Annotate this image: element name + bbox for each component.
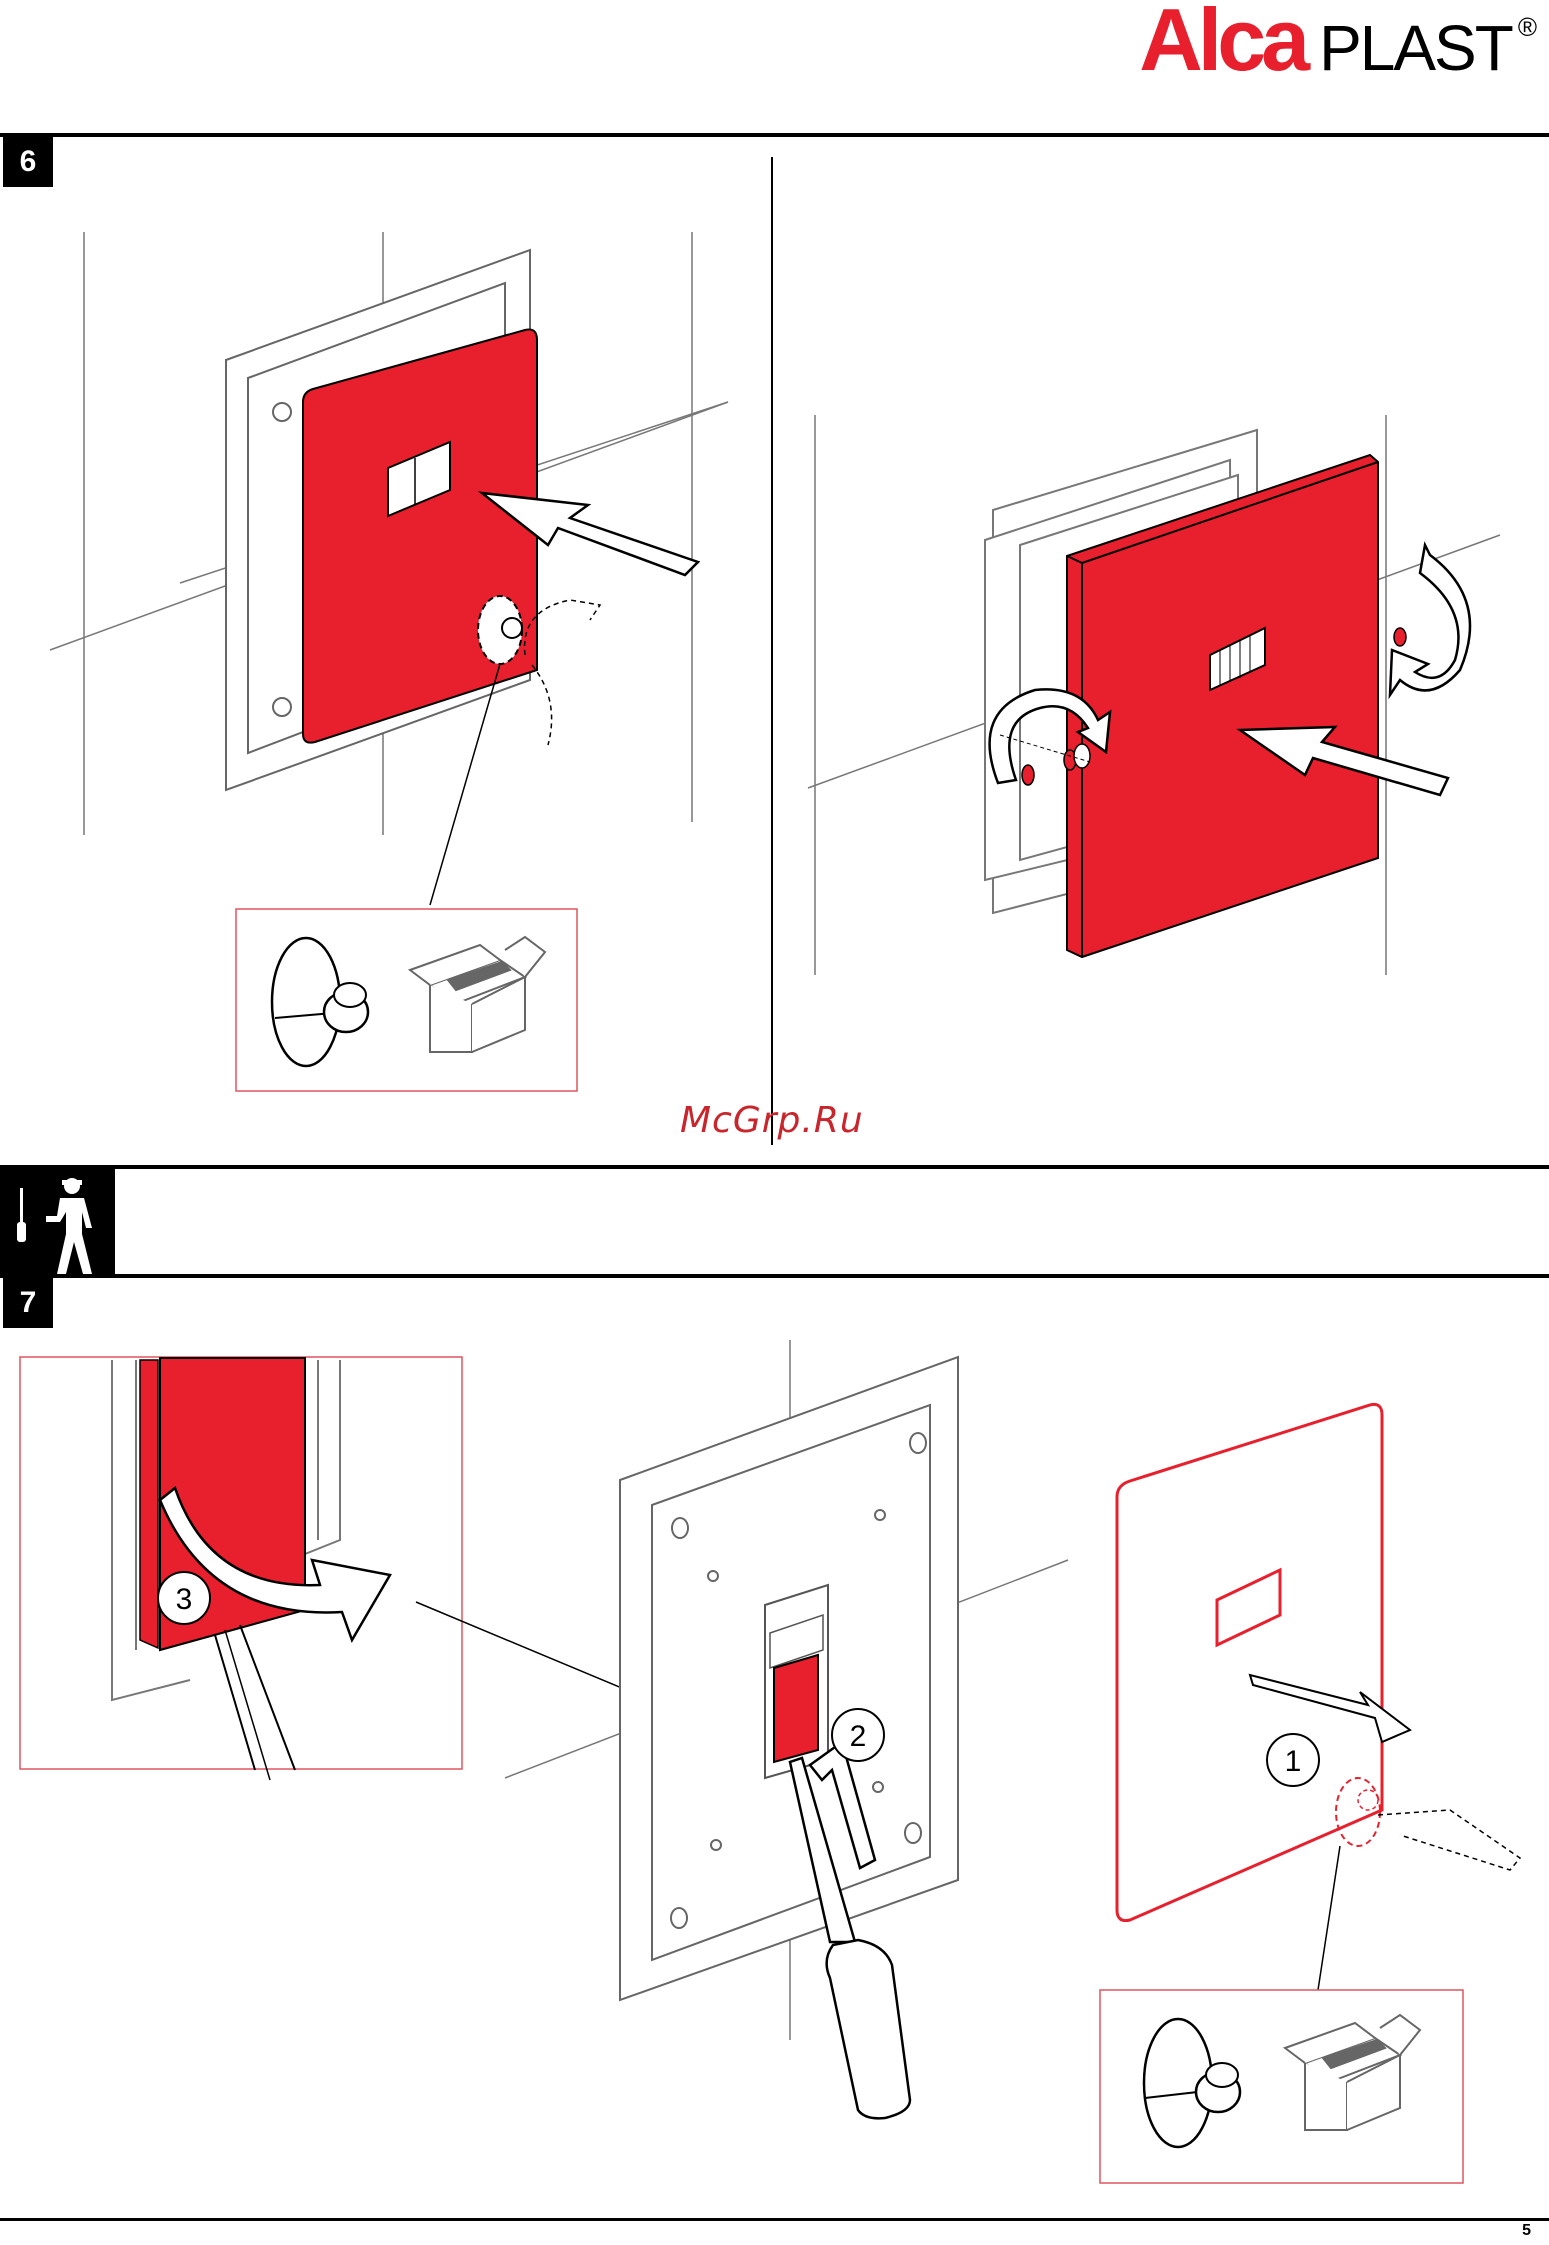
- red-cover-plate: [303, 329, 537, 742]
- page-number: 5: [1522, 2222, 1531, 2240]
- svg-text:1: 1: [1285, 1745, 1302, 1778]
- red-outlined-cover: [1117, 1404, 1382, 1920]
- step7-center-illustration: [505, 1340, 1068, 2118]
- svg-text:2: 2: [850, 1720, 867, 1753]
- svg-text:3: 3: [176, 1583, 193, 1616]
- step6-right-illustration: [808, 415, 1500, 975]
- step7-detail-left: [20, 1357, 462, 1780]
- step6-left-illustration: [50, 232, 728, 1091]
- callout-2: 2: [832, 1709, 884, 1761]
- step7-right-illustration: [1100, 1404, 1520, 2183]
- callout-3: 3: [158, 1572, 210, 1624]
- watermark: McGrp.Ru: [680, 1100, 864, 1141]
- red-module-small: [774, 1655, 818, 1762]
- callout-1: 1: [1267, 1734, 1319, 1786]
